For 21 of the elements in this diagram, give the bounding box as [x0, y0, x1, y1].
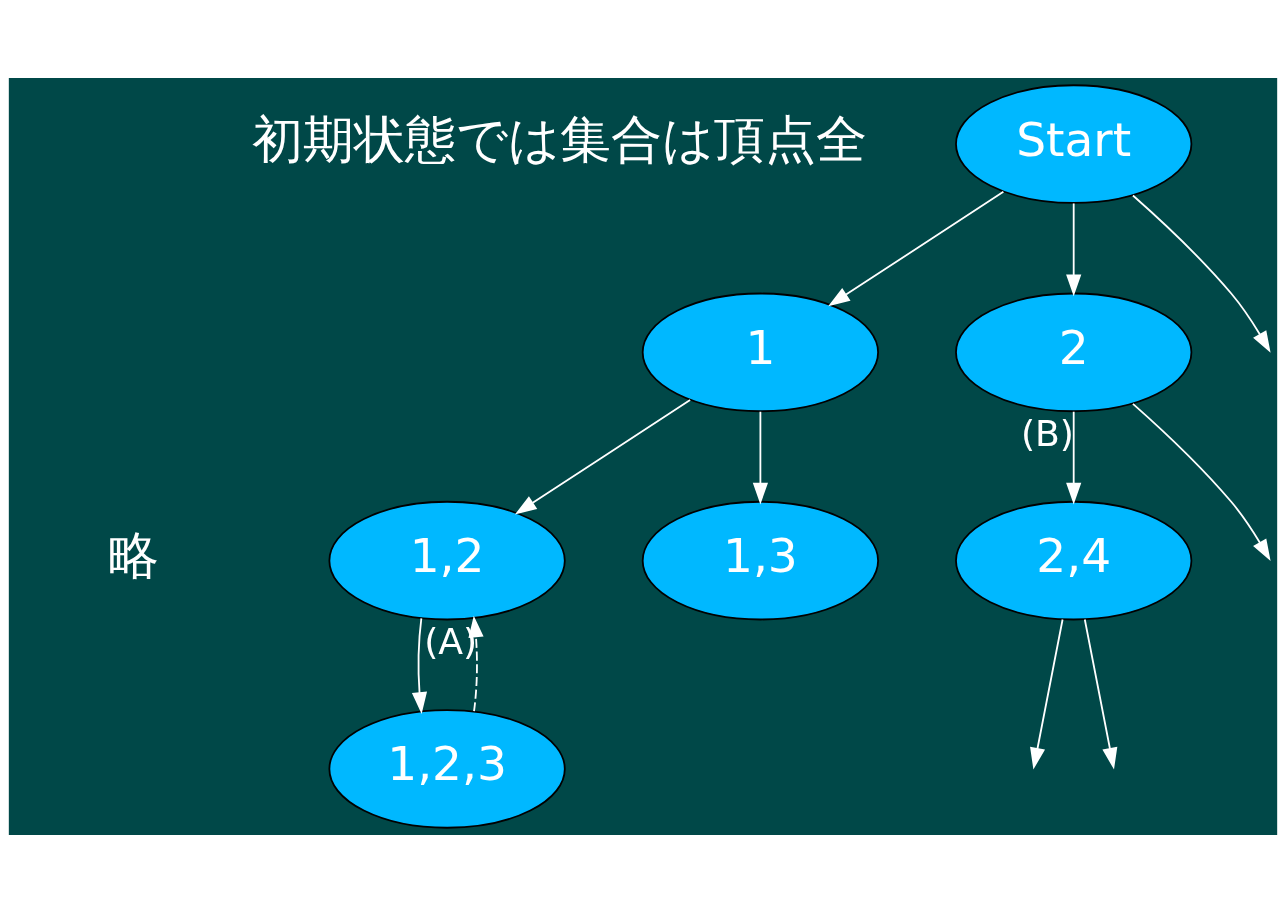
node-ellipse: 2,4 — [955, 500, 1193, 621]
arrow — [1066, 410, 1082, 505]
label: 初期状態では集合は頂点全 — [251, 109, 867, 169]
arrow — [411, 617, 428, 714]
arrow — [752, 410, 768, 505]
arrow — [1132, 402, 1271, 562]
arrow — [514, 399, 691, 515]
arrow — [1083, 618, 1118, 770]
node-ellipse: Start — [955, 84, 1193, 204]
node-ellipse: 2 — [955, 292, 1193, 413]
arrow — [1066, 202, 1082, 297]
edge-label: (A) — [424, 619, 478, 663]
arrow — [1030, 618, 1064, 770]
node-ellipse: 1,2 — [328, 500, 566, 621]
edge-label: (B) — [1020, 412, 1074, 456]
arrow — [1132, 194, 1271, 353]
arrow — [828, 190, 1005, 307]
node-ellipse: 1,3 — [641, 500, 879, 621]
label: 略 — [108, 526, 160, 586]
node-ellipse: 1 — [641, 292, 879, 413]
node-ellipse: 1,2,3 — [328, 709, 566, 829]
